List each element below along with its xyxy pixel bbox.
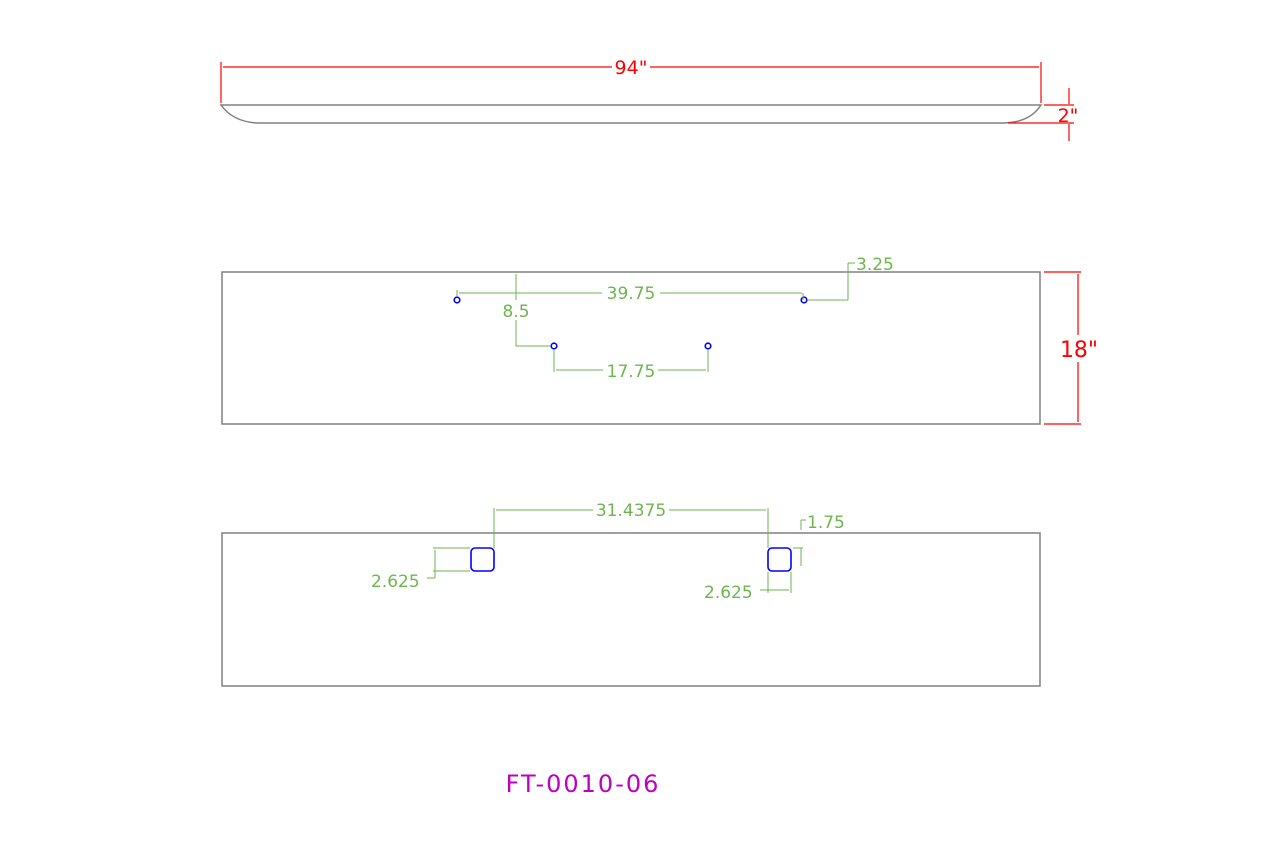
part-number: FT-0010-06 — [506, 770, 661, 798]
board-outline — [221, 532, 1041, 687]
hole — [453, 296, 461, 304]
inner-span-label: 17.75 — [607, 362, 656, 382]
hole-span-label: 39.75 — [607, 284, 656, 304]
width-label: 18" — [1060, 338, 1098, 363]
side-view: 94" 2" — [219, 57, 1079, 141]
slot-edge-offset-label: 1.75 — [807, 513, 845, 533]
vertical-offset-label: 8.5 — [502, 302, 529, 322]
left-slot-size-label: 2.625 — [371, 572, 420, 592]
thickness-label: 2" — [1058, 105, 1079, 127]
hole — [800, 296, 808, 304]
hole — [550, 342, 558, 350]
slot — [767, 547, 792, 572]
top-view: 39.75 3.25 8.5 17.75 18" — [221, 255, 1098, 425]
bottom-view: 31.4375 1.75 2.625 2.625 — [221, 501, 1041, 687]
board-outline — [221, 271, 1041, 425]
edge-offset-label: 3.25 — [856, 255, 894, 275]
hole — [704, 342, 712, 350]
right-slot-size-label: 2.625 — [704, 583, 753, 603]
slot-span-label: 31.4375 — [596, 501, 666, 521]
board-profile — [219, 104, 1043, 124]
slot — [470, 547, 495, 572]
length-label: 94" — [615, 57, 648, 79]
